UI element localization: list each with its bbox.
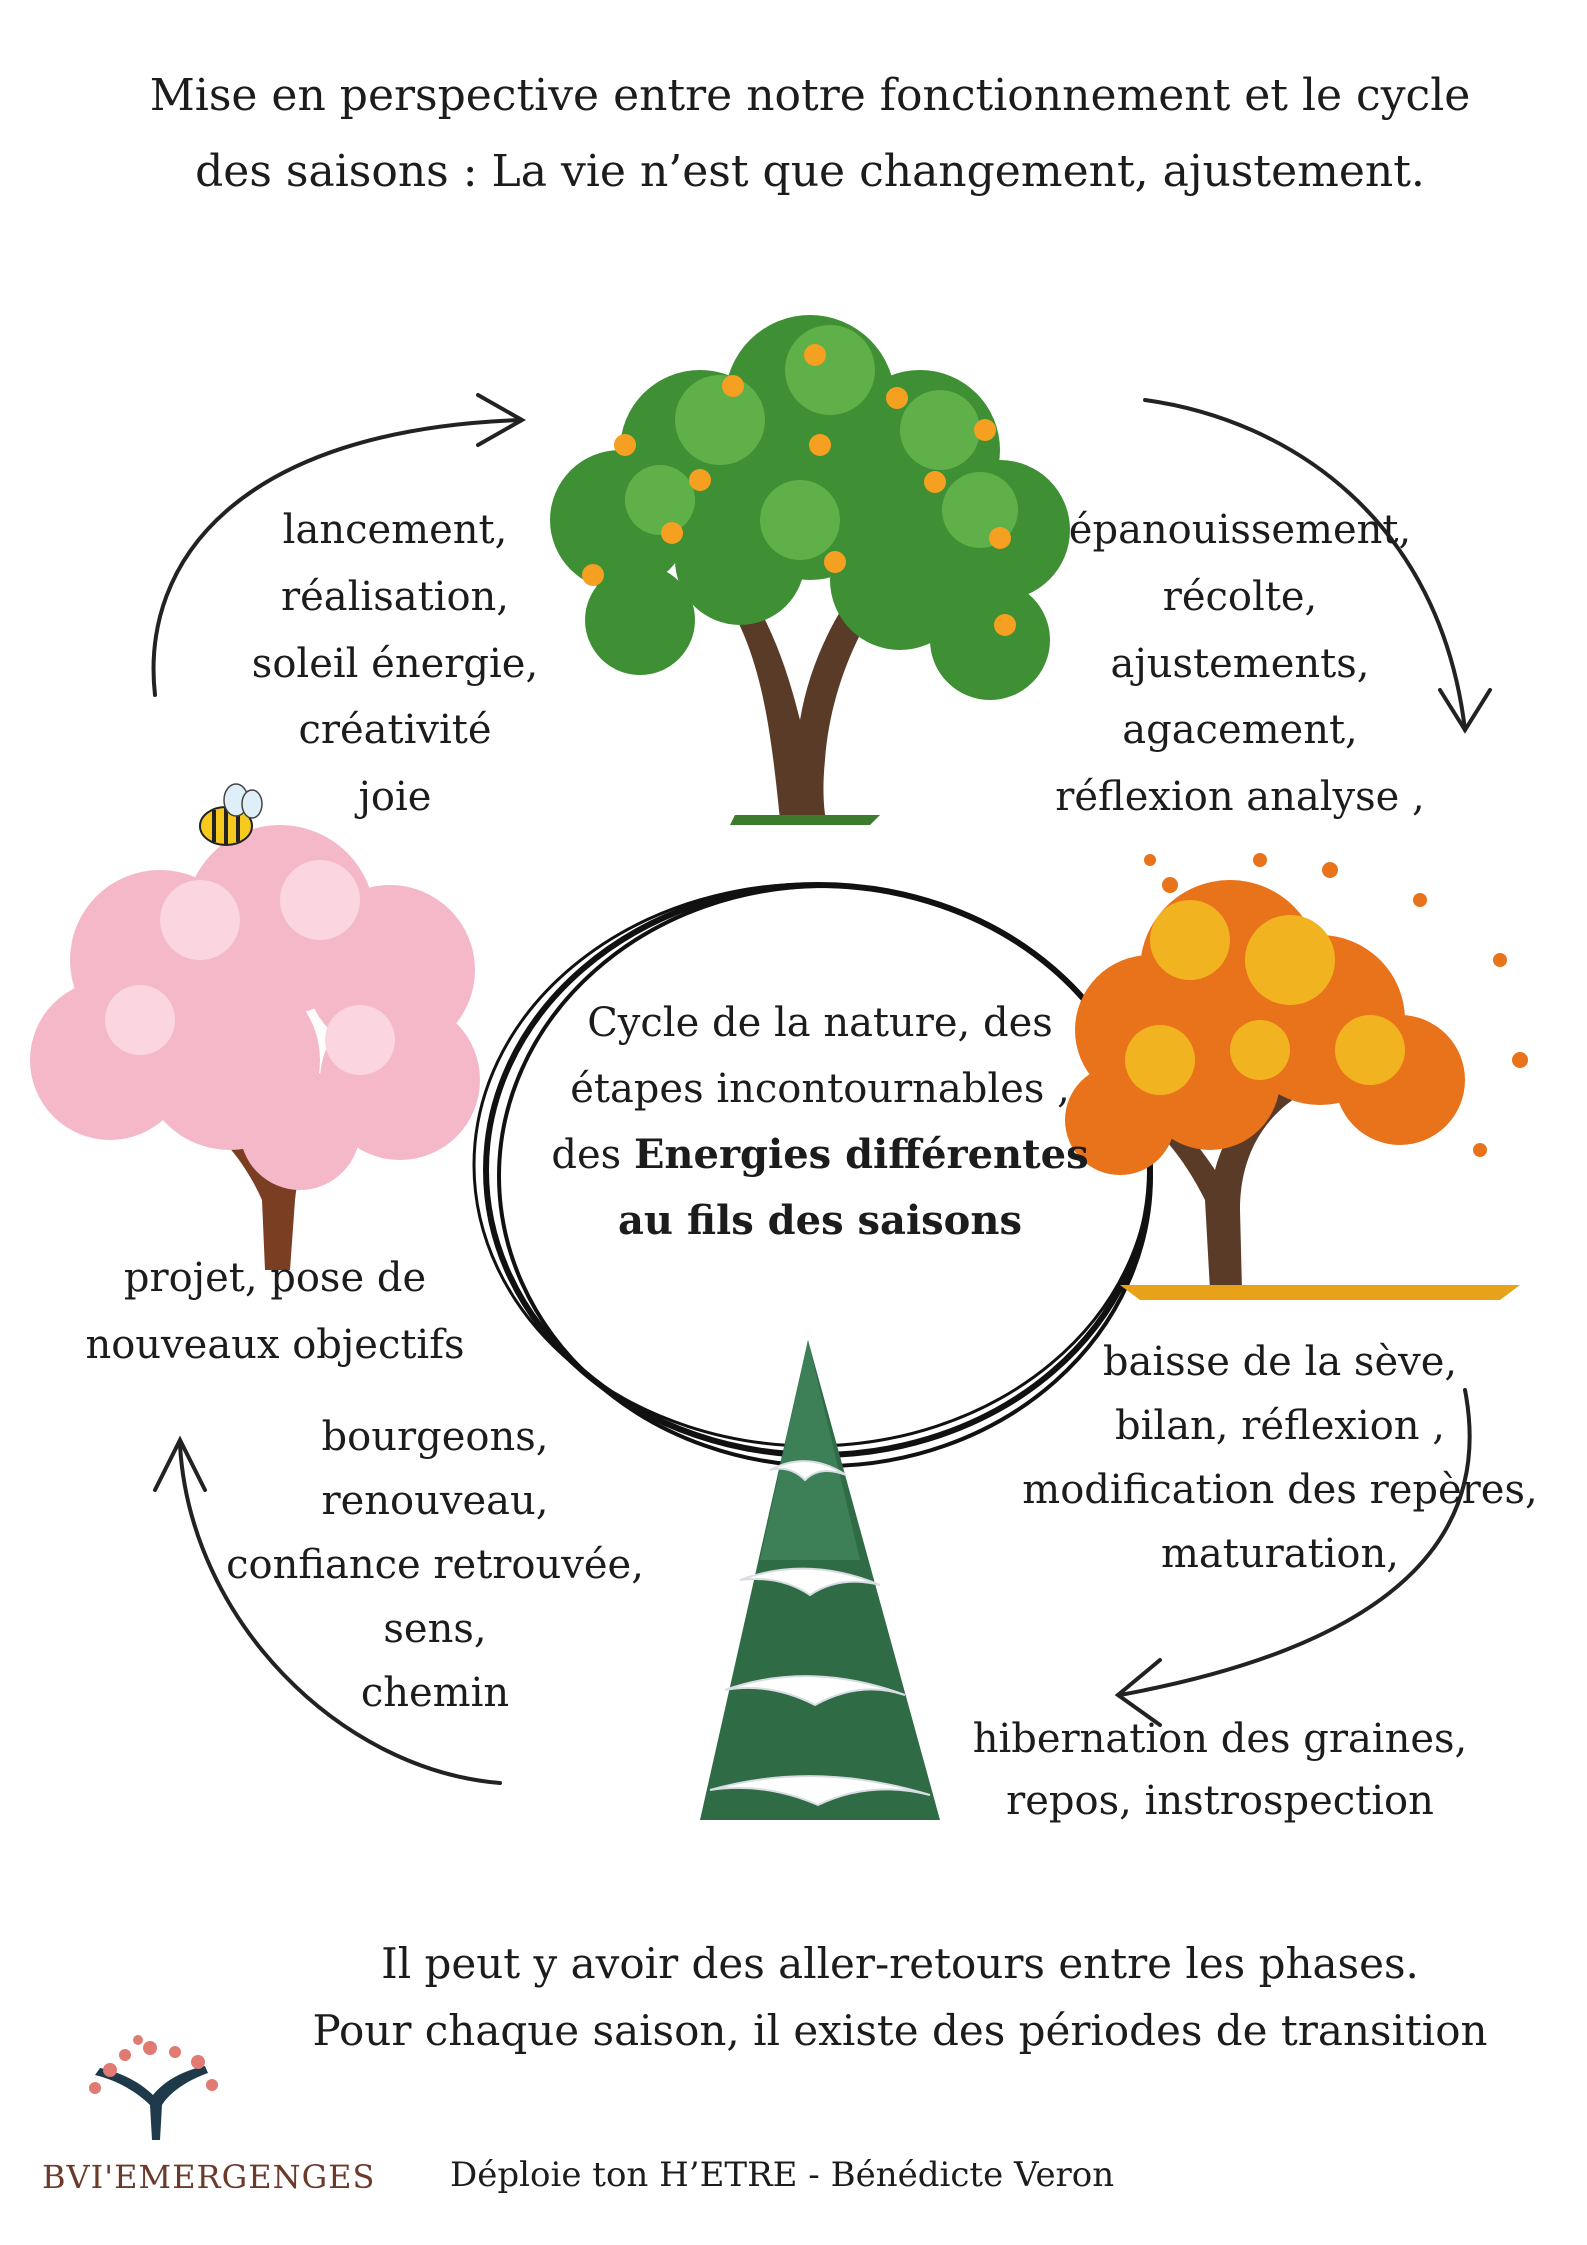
arrow-head-winter bbox=[1114, 1658, 1162, 1727]
list-item: nouveaux objectifs bbox=[85, 1321, 465, 1368]
title-line: Mise en perspective entre notre fonction… bbox=[149, 70, 1471, 121]
footer-credit: Déploie ton H’ETRE - Bénédicte Veron bbox=[450, 2155, 1115, 2195]
arrow-spring-to-summer bbox=[151, 418, 522, 697]
list-item: renouveau, bbox=[321, 1478, 549, 1524]
note-line: Pour chaque saison, il existe des périod… bbox=[312, 2006, 1488, 2056]
arrow-winter-to-spring bbox=[178, 1443, 502, 1785]
title-line: des saisons : La vie n’est que changemen… bbox=[195, 145, 1425, 197]
list-item: baisse de la sève, bbox=[1102, 1339, 1458, 1385]
brand-logo-icon bbox=[89, 2035, 218, 2140]
spring-tree-icon bbox=[30, 783, 480, 1270]
list-item: maturation, bbox=[1160, 1531, 1399, 1577]
bee-icon bbox=[199, 783, 263, 846]
spring-bottom-list: bourgeons, renouveau, confiance retrouvé… bbox=[205, 1405, 665, 1725]
center-line: des Energies différentes bbox=[510, 1122, 1130, 1188]
list-item: lancement, bbox=[282, 507, 508, 553]
list-item: confiance retrouvée, bbox=[226, 1542, 644, 1588]
list-item: ajustements, bbox=[1110, 640, 1370, 687]
center-line: étapes incontournables , bbox=[570, 1066, 1070, 1112]
list-item: bilan, réflexion , bbox=[1115, 1403, 1445, 1449]
transition-note: Il peut y avoir des aller-retours entre … bbox=[200, 1930, 1587, 2064]
list-item: projet, pose de bbox=[123, 1255, 427, 1301]
list-item: réflexion analyse , bbox=[1055, 774, 1425, 821]
note-line: Il peut y avoir des aller-retours entre … bbox=[381, 1939, 1419, 1988]
list-item: sens, bbox=[383, 1606, 487, 1652]
summer-right-list: épanouissement, récolte, ajustements, ag… bbox=[1010, 497, 1470, 831]
list-item: créativité bbox=[298, 707, 492, 754]
arrow-head-summer bbox=[476, 393, 527, 447]
arrow-head-spring bbox=[153, 1435, 207, 1492]
list-item: réalisation, bbox=[280, 573, 510, 620]
list-item: récolte, bbox=[1162, 573, 1318, 620]
center-text: Cycle de la nature, des étapes incontour… bbox=[510, 990, 1130, 1254]
list-item: bourgeons, bbox=[321, 1414, 549, 1460]
list-item: soleil énergie, bbox=[251, 640, 539, 687]
center-emphasis: Energies différentes bbox=[633, 1131, 1089, 1178]
center-line: au fils des saisons bbox=[510, 1188, 1130, 1254]
list-item: agacement, bbox=[1122, 707, 1358, 754]
list-item: modification des repères, bbox=[1022, 1467, 1538, 1513]
list-item: épanouissement, bbox=[1068, 507, 1412, 553]
list-item: hibernation des graines, bbox=[972, 1716, 1468, 1762]
page-title: Mise en perspective entre notre fonction… bbox=[110, 58, 1510, 209]
center-line: Cycle de la nature, des bbox=[587, 1000, 1053, 1046]
list-item: joie bbox=[358, 774, 432, 821]
brand-name: BVI'EMERGENGES bbox=[42, 2158, 376, 2196]
winter-list: hibernation des graines, repos, instrosp… bbox=[960, 1708, 1480, 1832]
list-item: repos, instrospection bbox=[1006, 1778, 1434, 1824]
autumn-list: baisse de la sève, bilan, réflexion , mo… bbox=[1010, 1330, 1550, 1586]
list-item: chemin bbox=[360, 1670, 510, 1716]
center-emphasis: au fils des saisons bbox=[618, 1197, 1022, 1244]
summer-left-list: lancement, réalisation, soleil énergie, … bbox=[225, 497, 565, 831]
arrow-summer-to-autumn bbox=[1143, 398, 1467, 732]
autumn-tree-icon bbox=[1065, 853, 1528, 1300]
arrow-head-autumn bbox=[1438, 688, 1492, 734]
winter-tree-icon bbox=[700, 1340, 940, 1820]
spring-top-list: projet, pose de nouveaux objectifs bbox=[60, 1245, 490, 1379]
center-prefix: des bbox=[551, 1132, 634, 1178]
cycle-arrows bbox=[151, 393, 1492, 1785]
summer-tree-icon bbox=[550, 315, 1070, 825]
arrow-autumn-to-winter bbox=[1118, 1388, 1472, 1697]
